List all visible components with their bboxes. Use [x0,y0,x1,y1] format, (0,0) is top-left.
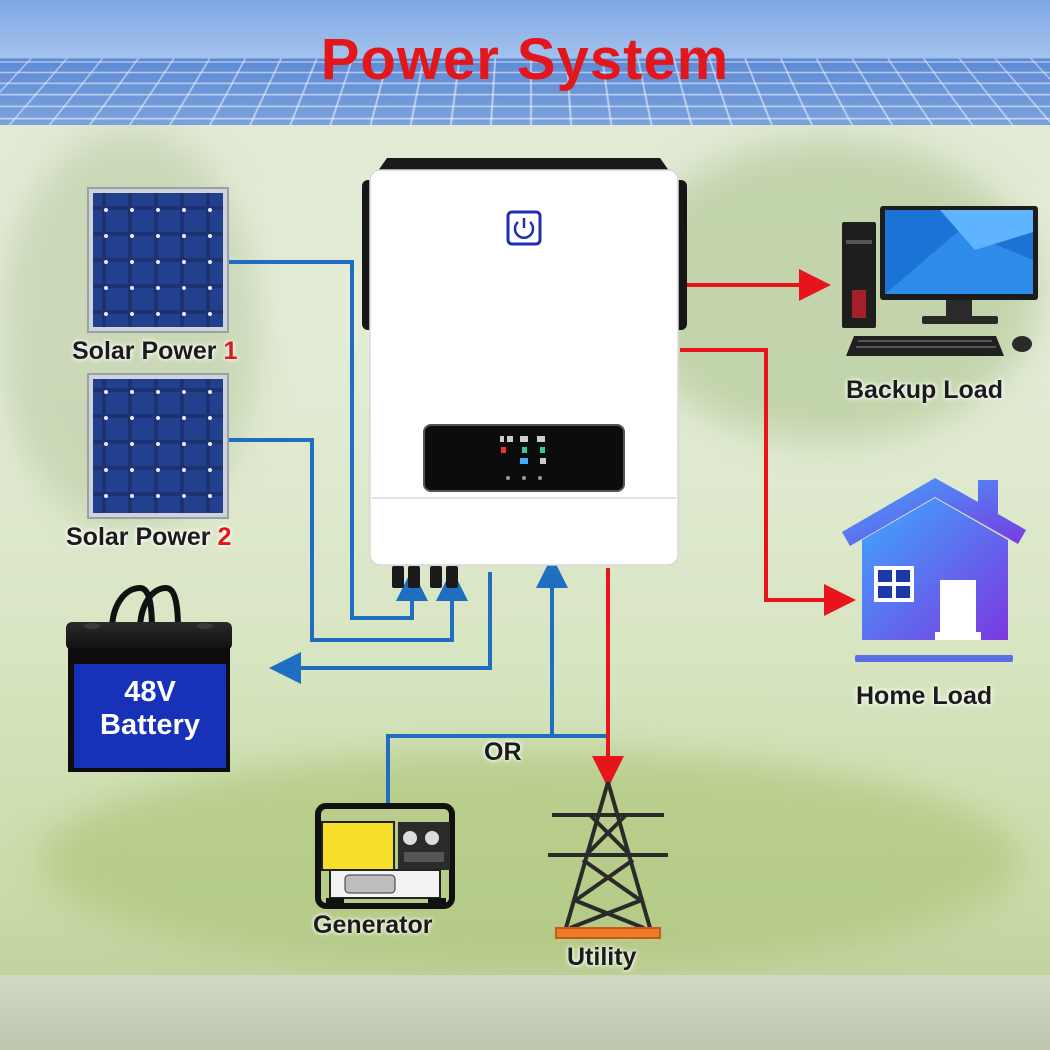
power-icon [508,212,540,244]
inverter-terminals [392,566,458,588]
house-icon [842,478,1026,662]
inverter-display [424,425,624,491]
backup-load-label: Backup Load [846,376,1003,405]
solar-power-1-label: Solar Power 1 [72,337,237,366]
generator-icon [318,806,452,908]
home-load-line [680,350,840,600]
utility-label: Utility [567,943,636,972]
inverter [362,158,687,588]
transmission-tower-icon [548,782,668,938]
solar-power-2-label: Solar Power 2 [66,523,231,552]
solar-panel-icon [88,188,228,332]
generator-label: Generator [313,911,432,940]
battery-text: Battery [74,709,226,742]
computer-icon [842,206,1038,356]
solar-panel-icon [88,374,228,518]
or-label: OR [484,738,522,767]
home-load-label: Home Load [856,682,992,711]
battery-label: 48V Battery [74,676,226,742]
battery-voltage: 48V [74,676,226,709]
